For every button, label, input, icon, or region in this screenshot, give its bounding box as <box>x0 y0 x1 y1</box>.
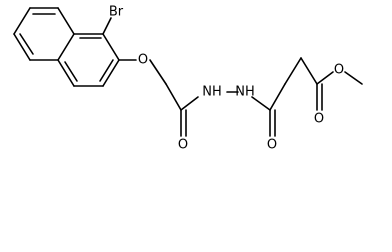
bond <box>102 59 120 87</box>
atom-label-nh2: NH <box>235 85 255 100</box>
bond-nh2-c <box>251 96 271 111</box>
bond-c-o-ester <box>316 71 334 85</box>
bond <box>102 33 120 61</box>
atom-label-o-ester-carbonyl: O <box>314 112 324 127</box>
atom-label-o-amide1: O <box>178 138 188 153</box>
bond-ch2-c <box>165 83 182 111</box>
bond-c-ch2 <box>269 83 286 111</box>
atom-label-o-ether: O <box>138 53 148 68</box>
bond <box>57 59 75 87</box>
atom-label-o-ester: O <box>334 63 344 78</box>
bond-ch2-ch2 <box>284 57 302 85</box>
bond-o-ch2 <box>149 59 167 85</box>
bond <box>13 7 31 35</box>
atom-label-o-amide2: O <box>267 138 277 153</box>
bond-o-ch3 <box>344 71 363 85</box>
bond-c-nh1 <box>180 96 199 111</box>
atom-label-br: Br <box>109 5 124 20</box>
double-bond-inner <box>99 59 114 82</box>
naphthalene-ring-system <box>13 7 120 87</box>
bond-ch2-c-ester <box>300 57 318 85</box>
atom-label-nh1: NH <box>202 85 222 100</box>
bond <box>57 7 75 35</box>
bond <box>13 33 31 61</box>
bond <box>57 33 75 61</box>
bond-c-br <box>102 17 112 35</box>
double-bond-inner <box>19 33 34 55</box>
double-bond-inner <box>64 61 78 82</box>
